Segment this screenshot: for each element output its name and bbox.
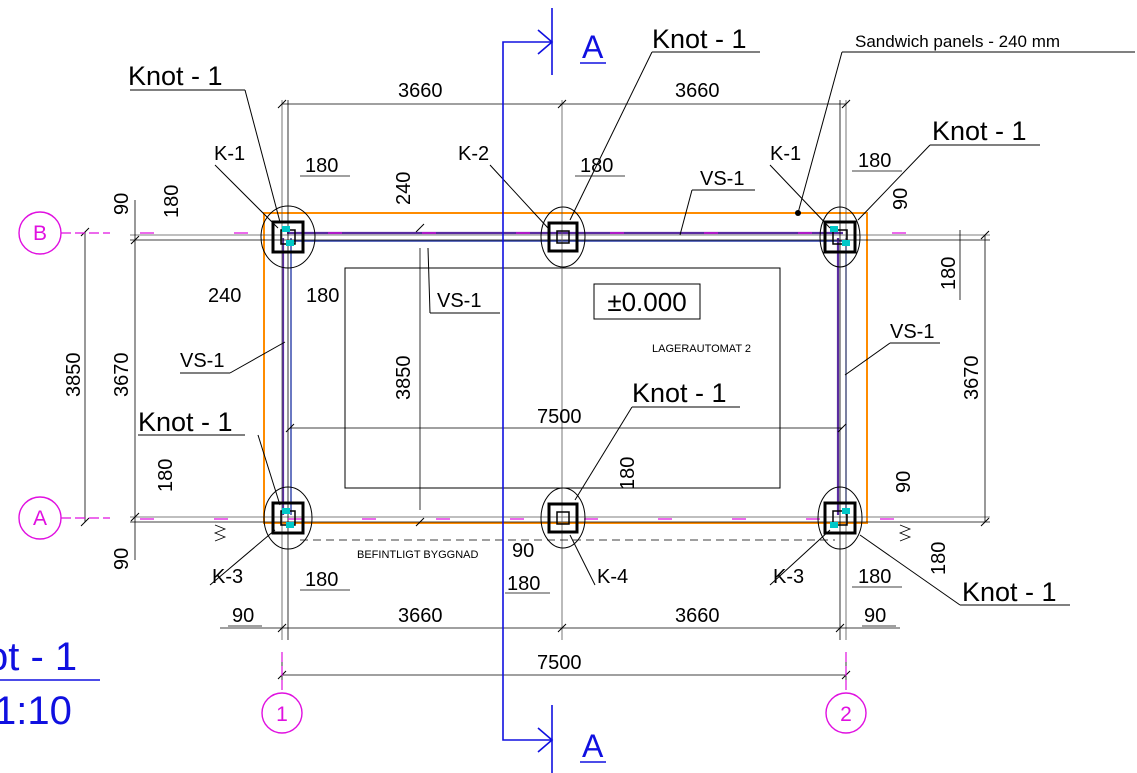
existing-building-label: BEFINTLIGT BYGGNAD	[357, 549, 478, 561]
dim-top-3660-left: 3660	[398, 80, 443, 102]
dim-90-bottom-left: 90	[232, 605, 254, 627]
vs1-label-left: VS-1	[180, 350, 224, 372]
dim-3850-inner: 3850	[393, 356, 415, 401]
view-title: ot - 1	[0, 635, 77, 679]
sandwich-panels-label: Sandwich panels - 240 mm	[855, 32, 1060, 51]
column-a2	[817, 486, 863, 550]
dim-180-mid-bottom: 180	[617, 457, 639, 490]
dim-180-bottom-left: 180	[305, 569, 338, 591]
knot-label-mid-left: Knot - 1	[138, 407, 233, 437]
k2-label: K-2	[458, 143, 489, 165]
leader-lines	[130, 51, 1135, 606]
dim-90-right-bottom: 90	[893, 471, 915, 493]
view-scale: 1:10	[0, 689, 72, 733]
k3-label-left: K-3	[212, 566, 243, 588]
knot-label-top-right: Knot - 1	[932, 116, 1027, 146]
dim-180-top-mid: 180	[580, 155, 613, 177]
vs1-label-right: VS-1	[890, 321, 934, 343]
dim-90-left-top: 90	[111, 193, 133, 215]
dim-180-top-right: 180	[858, 150, 891, 172]
dim-240-inner-left: 240	[208, 285, 241, 307]
dim-180-right-bottom: 180	[928, 542, 950, 575]
column-b1	[260, 205, 316, 269]
dim-underlines	[228, 170, 902, 627]
k1-label-left: K-1	[214, 143, 245, 165]
grid-bubble-1	[261, 652, 303, 734]
column-a-mid	[540, 487, 586, 549]
k1-label-right: K-1	[770, 143, 801, 165]
dimension-lines	[80, 99, 990, 685]
level-marker-box	[593, 283, 701, 320]
knot-label-mid-center: Knot - 1	[632, 378, 727, 408]
dim-180-bottom-right: 180	[858, 566, 891, 588]
dim-90-bottom-right: 90	[864, 605, 886, 627]
column-b2	[819, 206, 861, 268]
grid-bubble-2	[825, 652, 867, 734]
grid-bubble-b	[18, 211, 110, 255]
dim-180-left-bottom: 180	[155, 459, 177, 492]
k3-label-right: K-3	[773, 566, 804, 588]
knot-label-top-center: Knot - 1	[652, 24, 747, 54]
dim-90-bottom-mid: 90	[512, 540, 534, 562]
beam-frame	[281, 231, 847, 515]
level-marker-text: ±0.000	[607, 287, 686, 317]
grid-bubble-a	[18, 496, 110, 540]
grid-bubble-b-label: B	[33, 222, 47, 245]
section-label-top: A	[582, 29, 604, 65]
k4-label: K-4	[597, 566, 628, 588]
dim-180-right-top: 180	[938, 257, 960, 290]
dim-3670-right: 3670	[961, 356, 983, 401]
vs1-label-top: VS-1	[700, 168, 744, 190]
dim-90-right-top: 90	[890, 188, 912, 210]
sandwich-panel-outline	[263, 212, 868, 524]
dim-180-top-left: 180	[305, 155, 338, 177]
dim-180-left-top: 180	[161, 185, 183, 218]
grid-bubble-1-label: 1	[276, 703, 288, 726]
dim-240-top: 240	[393, 172, 415, 205]
vs1-label-inner: VS-1	[437, 290, 481, 312]
grid-lines	[130, 100, 990, 640]
dim-inner-7500: 7500	[537, 406, 582, 428]
dim-bottom-3660-right: 3660	[675, 605, 720, 627]
dim-3670-left: 3670	[111, 353, 133, 398]
dim-180-bottom-mid: 180	[507, 573, 540, 595]
dim-top-3660-right: 3660	[675, 80, 720, 102]
column-b-mid	[540, 206, 586, 268]
dim-bottom-3660-left: 3660	[398, 605, 443, 627]
column-a1	[263, 486, 313, 550]
dim-180-inner-left: 180	[306, 285, 339, 307]
grid-bubble-a-label: A	[33, 507, 47, 530]
dim-90-left-bottom: 90	[111, 548, 133, 570]
section-line	[502, 8, 606, 773]
knot-label-bottom-right: Knot - 1	[962, 577, 1057, 607]
dim-bottom-7500: 7500	[537, 652, 582, 674]
knot-label-top-left: Knot - 1	[128, 61, 223, 91]
room-name: LAGERAUTOMAT 2	[652, 343, 751, 355]
existing-building-line	[140, 232, 920, 542]
section-label-bottom: A	[582, 728, 604, 764]
dim-3850-left: 3850	[63, 353, 85, 398]
grid-bubble-2-label: 2	[840, 703, 852, 726]
